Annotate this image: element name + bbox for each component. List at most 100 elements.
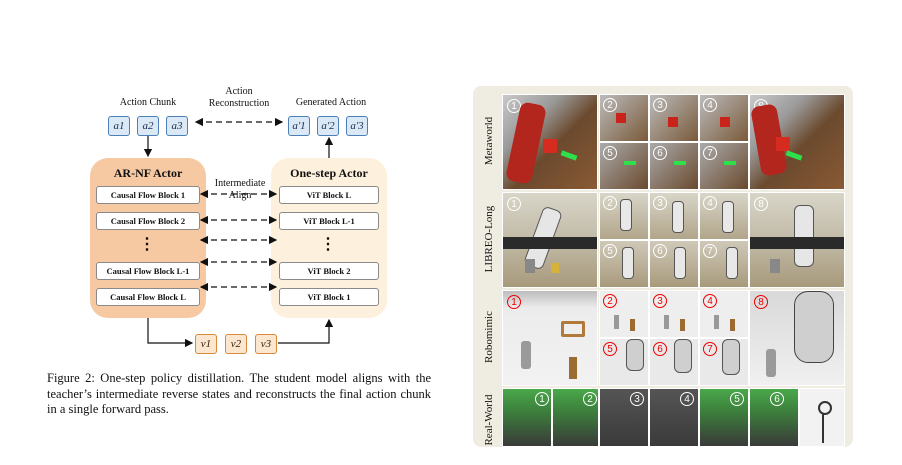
real-world-setup-photo bbox=[799, 388, 845, 447]
row-label-libreo-long: LIBREO-Long bbox=[483, 205, 495, 273]
step-badge: 7 bbox=[703, 342, 717, 356]
robot-arm bbox=[622, 247, 634, 279]
row-label-robomimic: Robomimic bbox=[483, 311, 495, 363]
diagram-arrows bbox=[143, 117, 334, 348]
libreo-frame-3: 3 bbox=[649, 192, 699, 240]
step-badge: 7 bbox=[703, 244, 717, 258]
real-world-frame-3: 3 bbox=[599, 388, 649, 447]
libreo-frame-6: 6 bbox=[649, 240, 699, 288]
robomimic-frame-8: 8 bbox=[749, 290, 845, 386]
mug-object bbox=[770, 259, 780, 273]
metaworld-frame-4: 4 bbox=[699, 94, 749, 142]
robot-arm bbox=[626, 339, 644, 371]
goal-marker bbox=[674, 161, 686, 165]
robot-arm bbox=[794, 205, 814, 267]
vit-block-l: ViT Block L bbox=[279, 186, 379, 204]
action-token-a1: a1 bbox=[108, 116, 130, 136]
target-object bbox=[668, 117, 678, 127]
step-badge: 3 bbox=[630, 392, 644, 406]
step-badge: 6 bbox=[653, 244, 667, 258]
metaworld-frame-7: 7 bbox=[699, 142, 749, 190]
step-badge: 7 bbox=[703, 146, 717, 160]
generated-action-token-1: a'1 bbox=[288, 116, 310, 136]
row-label-metaworld: Metaworld bbox=[483, 116, 495, 166]
libreo-frame-5: 5 bbox=[599, 240, 649, 288]
goal-marker bbox=[785, 150, 803, 161]
step-badge: 8 bbox=[754, 197, 768, 211]
robomimic-frame-1: 1 bbox=[502, 290, 598, 386]
step-badge: 1 bbox=[507, 295, 521, 309]
tripod-object bbox=[822, 413, 824, 443]
robot-arm bbox=[504, 101, 548, 185]
peg-object bbox=[766, 349, 776, 377]
step-badge: 5 bbox=[730, 392, 744, 406]
real-world-frame-4: 4 bbox=[649, 388, 699, 447]
causal-flow-block-l: Causal Flow Block L bbox=[96, 288, 200, 306]
robot-arm bbox=[722, 339, 740, 375]
libreo-frame-1: 1 bbox=[502, 192, 598, 288]
target-object bbox=[616, 113, 626, 123]
step-badge: 2 bbox=[603, 196, 617, 210]
robot-arm bbox=[672, 201, 684, 233]
latent-token-v1: v1 bbox=[195, 334, 217, 354]
robomimic-frame-5: 5 bbox=[599, 338, 649, 386]
robot-arm bbox=[794, 291, 834, 363]
one-step-actor-panel: One-step Actor ViT Block L ViT Block L-1… bbox=[271, 158, 387, 318]
robomimic-frame-7: 7 bbox=[699, 338, 749, 386]
metaworld-frame-5: 5 bbox=[599, 142, 649, 190]
step-badge: 3 bbox=[653, 196, 667, 210]
step-badge: 3 bbox=[653, 294, 667, 308]
step-badge: 4 bbox=[703, 294, 717, 308]
robot-arm bbox=[726, 247, 738, 279]
vit-block-2: ViT Block 2 bbox=[279, 262, 379, 280]
real-world-frame-2: 2 bbox=[552, 388, 599, 447]
robomimic-frame-2: 2 bbox=[599, 290, 649, 338]
metaworld-frame-1: 1 bbox=[502, 94, 598, 190]
step-badge: 1 bbox=[507, 197, 521, 211]
figure-caption: Figure 2: One-step policy distillation. … bbox=[47, 371, 431, 416]
step-badge: 4 bbox=[703, 98, 717, 112]
table-shelf bbox=[750, 237, 844, 249]
one-step-actor-title: One-step Actor bbox=[290, 166, 368, 180]
target-object bbox=[720, 117, 730, 127]
step-badge: 6 bbox=[653, 342, 667, 356]
mug-object bbox=[525, 259, 535, 273]
student-ellipsis: ⋮ bbox=[320, 236, 336, 253]
bowl-object bbox=[551, 263, 559, 273]
step-badge: 2 bbox=[603, 294, 617, 308]
latent-token-v2: v2 bbox=[225, 334, 247, 354]
step-badge: 4 bbox=[703, 196, 717, 210]
target-object bbox=[543, 139, 557, 153]
step-badge: 2 bbox=[583, 392, 597, 406]
metaworld-frame-3: 3 bbox=[649, 94, 699, 142]
ar-nf-actor-title: AR-NF Actor bbox=[113, 166, 183, 180]
libreo-frame-2: 2 bbox=[599, 192, 649, 240]
step-badge: 2 bbox=[603, 98, 617, 112]
robomimic-frame-6: 6 bbox=[649, 338, 699, 386]
real-world-frame-6: 6 bbox=[749, 388, 799, 447]
robot-arm bbox=[722, 201, 734, 233]
peg-object-2 bbox=[630, 319, 635, 331]
robot-arm bbox=[620, 199, 632, 231]
step-badge: 5 bbox=[603, 342, 617, 356]
real-world-frame-5: 5 bbox=[699, 388, 749, 447]
row-label-real-world: Real-World bbox=[483, 394, 495, 446]
action-reconstruction-label: Action Reconstruction bbox=[208, 86, 270, 109]
action-token-a2: a2 bbox=[137, 116, 159, 136]
generated-action-label: Generated Action bbox=[295, 97, 367, 108]
causal-flow-block-l-1: Causal Flow Block L-1 bbox=[96, 262, 200, 280]
robot-arm bbox=[674, 339, 692, 373]
step-badge: 8 bbox=[754, 295, 768, 309]
step-badge: 1 bbox=[535, 392, 549, 406]
real-world-frame-1: 1 bbox=[502, 388, 552, 447]
step-badge: 4 bbox=[680, 392, 694, 406]
step-badge: 6 bbox=[653, 146, 667, 160]
latent-token-v3: v3 bbox=[255, 334, 277, 354]
generated-action-token-2: a'2 bbox=[317, 116, 339, 136]
step-badge: 5 bbox=[603, 146, 617, 160]
peg-object bbox=[521, 341, 531, 369]
metaworld-frame-8: 8 bbox=[749, 94, 845, 190]
action-token-a3: a3 bbox=[166, 116, 188, 136]
step-badge: 3 bbox=[653, 98, 667, 112]
peg-object bbox=[714, 315, 719, 329]
